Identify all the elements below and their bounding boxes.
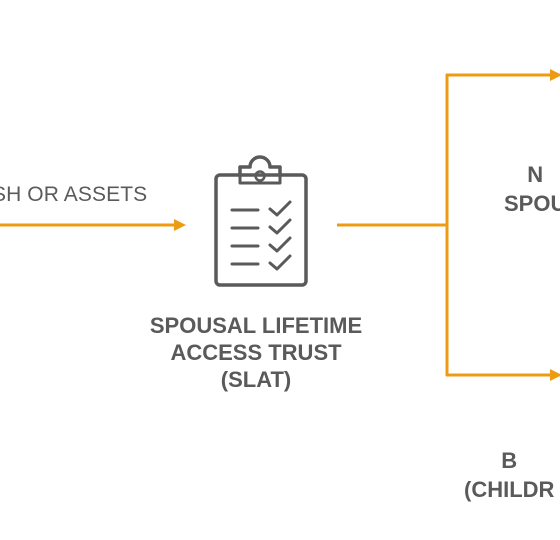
bottom-branch-label-line1: B — [501, 448, 518, 473]
slat-label: SPOUSAL LIFETIME ACCESS TRUST (SLAT) — [130, 312, 382, 393]
top-branch-label: N SPOU — [504, 160, 560, 218]
top-branch-arrowhead — [550, 69, 560, 81]
top-branch-label-line1: N — [527, 162, 544, 187]
slat-label-line1: SPOUSAL LIFETIME — [149, 313, 363, 338]
top-branch-label-line2: SPOU — [504, 191, 560, 216]
bottom-branch-arrowhead — [550, 369, 560, 381]
clipboard-checklist-icon — [214, 155, 308, 287]
flow-label: SH OR ASSETS — [0, 183, 148, 206]
slat-label-line3: (SLAT) — [220, 367, 292, 392]
input-arrowhead — [174, 219, 186, 231]
bottom-branch-label: B (CHILDR — [464, 446, 554, 504]
slat-label-line2: ACCESS TRUST — [170, 340, 342, 365]
bottom-branch-label-line2: (CHILDR — [464, 477, 555, 502]
